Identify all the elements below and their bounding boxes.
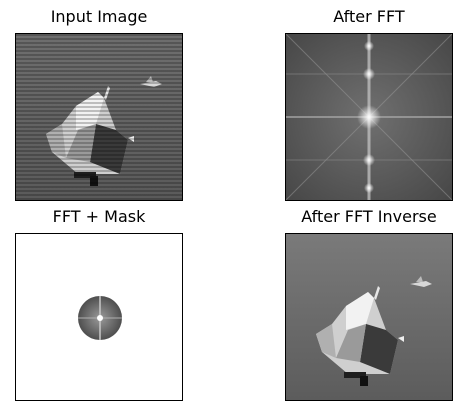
panel-title: Input Image [50, 7, 148, 26]
panel-title: After FFT [333, 7, 405, 26]
fft-mask-image [15, 233, 183, 401]
fft-mask-graphic [16, 234, 182, 400]
panel-title: After FFT Inverse [301, 207, 437, 226]
panel-title: FFT + Mask [52, 207, 146, 226]
inverse-fft-graphic [286, 234, 452, 400]
fft-spectrum-graphic [286, 34, 452, 200]
inverse-fft-image [285, 233, 453, 401]
input-image-graphic [16, 34, 182, 200]
fft-spectrum-image [285, 33, 453, 201]
input-image [15, 33, 183, 201]
